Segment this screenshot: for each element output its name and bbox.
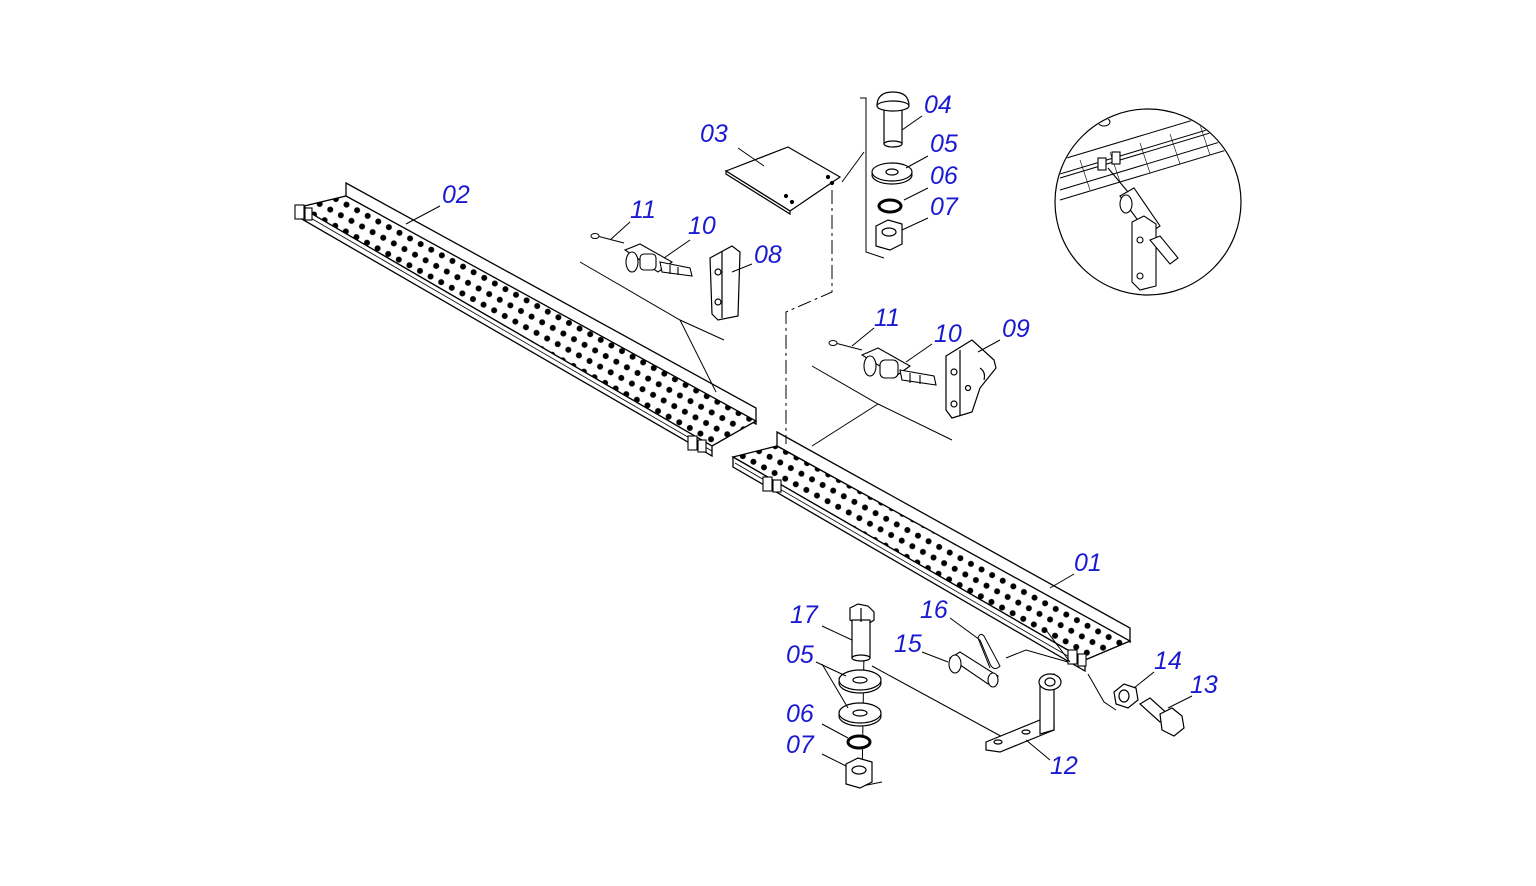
label-part-11-middle: 11 [874,304,900,332]
washer-05-bottom-b [838,702,882,727]
label-part-12: 12 [1050,752,1078,780]
nut-07-top [875,219,903,251]
lock-washer-06-bottom [846,734,872,750]
bracket-09 [945,339,997,419]
bolt-04 [876,91,910,148]
label-part-11-upper: 11 [630,196,656,224]
washer-05-bottom-a [838,669,882,694]
bolt-13 [1138,697,1185,737]
step-02 [294,181,758,458]
centerline-dashed [785,190,833,444]
bracket-08 [709,245,741,321]
step-01-right-hinge-lugs [1067,649,1087,667]
bolt-17 [849,603,875,662]
label-part-17: 17 [790,601,818,629]
label-part-05-top: 05 [930,130,958,158]
pin-11-middle [828,340,863,351]
label-part-05-bottom: 05 [786,641,814,669]
label-part-08: 08 [754,241,782,269]
label-part-03: 03 [700,120,728,148]
label-part-09: 09 [1002,315,1030,343]
clip-16 [977,633,1001,670]
detail-inset [1054,108,1242,296]
label-part-07-bottom: 07 [786,731,814,759]
nut-07-bottom [845,757,873,789]
bracket-12 [985,673,1062,753]
latch-10-upper [623,243,693,277]
step-01 [731,430,1132,673]
label-leaders [405,115,1193,767]
label-part-10-middle: 10 [934,320,962,348]
pin-15 [948,651,999,688]
label-part-16: 16 [920,596,948,624]
label-part-06-bottom: 06 [786,700,814,728]
label-part-14: 14 [1154,647,1182,675]
lock-washer-06-top [877,198,903,214]
label-part-01: 01 [1074,549,1102,577]
label-part-13: 13 [1190,671,1218,699]
label-part-02: 02 [442,181,470,209]
pin-11-upper [590,233,625,244]
bracket-lines-top-stack [860,97,885,259]
nut-14 [1113,683,1139,709]
label-part-04: 04 [924,91,952,119]
step-02-right-hinge-lugs [687,435,707,453]
label-part-10-upper: 10 [688,212,716,240]
step-02-left-hinge-lugs [294,204,313,221]
label-part-06-top: 06 [930,162,958,190]
step-01-left-hinge-lugs [762,476,782,493]
label-part-15: 15 [894,630,922,658]
latch-10-middle [860,347,937,386]
plate-03 [724,146,842,216]
washer-05-top [871,162,913,185]
label-part-07-top: 07 [930,193,958,221]
